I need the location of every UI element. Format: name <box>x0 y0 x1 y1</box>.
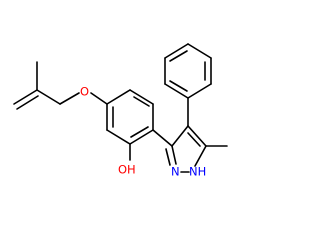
ring-bond <box>171 145 177 165</box>
ring-bond-double <box>130 126 149 138</box>
methallyl-group <box>13 61 80 110</box>
molecule-canvas: O OH N NH <box>13 43 228 179</box>
atom-pyrazole-n2: N <box>171 165 180 179</box>
ring-bond <box>171 125 189 147</box>
ring-bond <box>194 145 207 167</box>
ring-bond-double <box>169 80 188 92</box>
ring-bond-double <box>165 148 171 166</box>
pyrazole-ring <box>165 125 207 173</box>
ring-bond-double <box>133 96 150 107</box>
atom-hydroxyl: OH <box>118 163 136 177</box>
ring-bond <box>106 89 131 105</box>
ring-bond <box>164 83 189 99</box>
ring-bond-double <box>187 132 201 147</box>
atom-pyrazole-nh: NH <box>189 165 206 179</box>
ring-bond <box>187 125 207 147</box>
bond-terminal-alkene <box>13 89 38 105</box>
molecule-structure: O OH N NH <box>13 43 228 179</box>
ring-bond <box>164 43 189 59</box>
ring-bond <box>129 129 154 145</box>
phenol-ring <box>106 89 154 145</box>
ring-bond <box>106 129 131 145</box>
bond-oxygen-ring <box>90 92 108 105</box>
ring-bond <box>187 83 212 99</box>
bond-terminal-alkene-double <box>16 95 39 110</box>
ring-bond-double <box>169 50 188 62</box>
atom-ether-oxygen: O <box>80 85 89 99</box>
bond-allyl-ch2 <box>36 89 61 105</box>
bond-aryl-pyrazole <box>152 129 173 147</box>
ring-bond <box>129 89 154 105</box>
bond-ch2-oxygen <box>59 92 80 105</box>
phenyl-ring <box>164 43 212 99</box>
ring-bond <box>187 43 212 59</box>
